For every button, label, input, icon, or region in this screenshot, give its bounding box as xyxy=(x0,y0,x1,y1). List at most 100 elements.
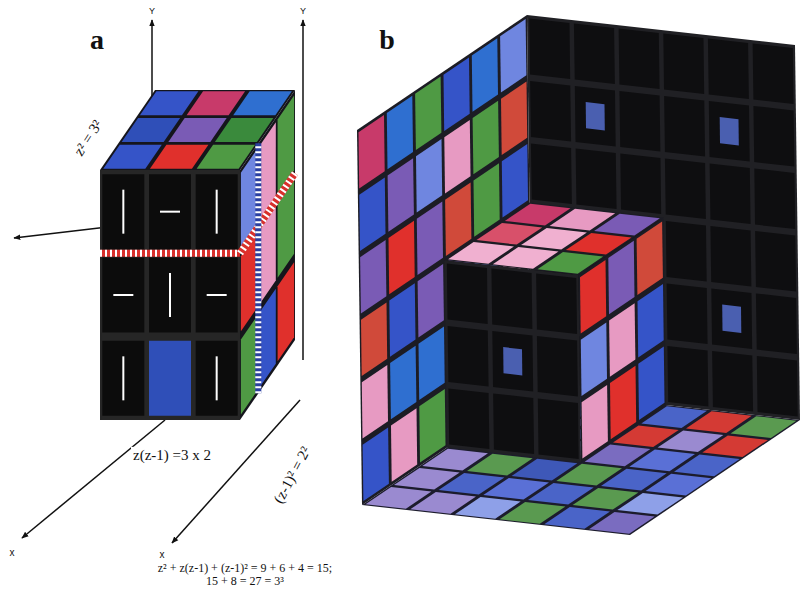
label-holder: z² + z(z-1) + (z-1)² = 9 + 6 + 4 = 15; xyxy=(156,558,334,576)
diamond-tile xyxy=(503,347,522,375)
left-wall-tile xyxy=(390,346,416,420)
inner-cube-top-face xyxy=(445,203,664,276)
back-wall-tile xyxy=(574,23,615,84)
label-holder: Y xyxy=(298,0,308,18)
cube-front-tile xyxy=(102,258,144,333)
left-wall-tile xyxy=(359,115,385,188)
label-holder: (z-1)² = 2² xyxy=(269,442,316,508)
diamond-tile xyxy=(586,102,605,130)
left-wall-tile xyxy=(419,327,445,401)
back-wall-tile xyxy=(575,86,616,147)
back-wall-tile xyxy=(710,163,751,224)
left-wall-tile xyxy=(388,158,414,232)
inner-cube-dark-tile xyxy=(491,268,532,329)
back-wall-tile xyxy=(664,96,705,157)
inner-cube-dark-tile xyxy=(493,393,534,454)
left-wall-tile xyxy=(444,120,470,193)
white-mark xyxy=(169,273,171,317)
left-wall-tile xyxy=(387,96,413,170)
back-wall-tile xyxy=(576,148,617,209)
label-holder: x xyxy=(158,544,167,562)
label-holder: z(z-1) =3 x 2 xyxy=(131,446,213,464)
back-wall-tile xyxy=(757,356,798,417)
left-wall-tile xyxy=(444,57,470,130)
white-mark xyxy=(160,211,180,213)
left-wall-tile xyxy=(389,283,415,357)
label-holder: z² = 3² xyxy=(69,115,108,161)
inner-cube-side-tile xyxy=(609,303,635,377)
back-wall-tile xyxy=(756,293,797,354)
back-wall-tile xyxy=(619,28,660,89)
white-mark xyxy=(216,356,218,400)
panel-letter: a xyxy=(88,24,106,56)
back-wall-tile xyxy=(531,143,572,204)
label-holder: 15 + 8 = 27 = 3³ xyxy=(204,571,286,589)
white-mark xyxy=(216,190,218,234)
back-wall-tile xyxy=(709,101,750,162)
cube-front-tile xyxy=(196,174,238,249)
inner-cube-dark-tile xyxy=(448,326,489,387)
back-wall-tile xyxy=(711,288,752,349)
floor-tile xyxy=(731,416,797,438)
inner-cube-dark-tile xyxy=(447,263,488,324)
cube-right-tile xyxy=(278,262,295,361)
formula: z² + z(z-1) + (z-1)² = 9 + 6 + 4 = 15; xyxy=(156,562,334,576)
left-wall-tile xyxy=(360,240,386,314)
y-axis xyxy=(302,20,304,360)
back-wall-tile xyxy=(754,168,795,229)
inner-cube-side-tile xyxy=(610,366,636,440)
formula: 15 + 8 = 27 = 3³ xyxy=(204,575,286,589)
cube-front-tile xyxy=(102,174,144,249)
cube-front-tile xyxy=(196,258,238,333)
white-mark xyxy=(122,190,124,234)
cube-front-tile xyxy=(196,341,238,416)
dimension-label: z(z-1) =3 x 2 xyxy=(131,447,213,464)
cut-stripe xyxy=(240,173,295,253)
white-mark xyxy=(207,294,227,296)
diamond-tile xyxy=(722,305,741,333)
left-wall-tile xyxy=(416,139,442,213)
cube-right-tile xyxy=(241,316,258,415)
inner-cube-side-tile xyxy=(581,322,607,396)
back-wall-tile xyxy=(620,153,661,214)
white-mark xyxy=(122,356,124,400)
back-wall-tile xyxy=(619,91,660,152)
diamond-tile xyxy=(720,117,739,145)
back-wall-tile xyxy=(667,283,708,344)
inner-cube-dark-tile xyxy=(538,398,579,459)
back-wall-tile xyxy=(667,346,708,407)
left-wall-tile xyxy=(501,82,527,156)
floor-tile xyxy=(646,474,712,496)
white-mark xyxy=(113,294,133,296)
left-wall-tile xyxy=(389,221,415,295)
axis-label: Y xyxy=(147,6,157,16)
inner-cube-dark-tile xyxy=(448,388,489,449)
inner-cube-side-tile xyxy=(582,385,608,459)
left-wall-tile xyxy=(473,101,499,175)
axis-label: Y xyxy=(298,6,308,16)
panel-letter: b xyxy=(377,24,397,56)
label-holder: x xyxy=(8,542,17,560)
back-wall-tile xyxy=(530,81,571,142)
label-holder: a xyxy=(88,24,106,56)
left-wall-tile xyxy=(472,38,498,111)
inner-cube-dark-face xyxy=(445,260,582,463)
inner-cube-side-tile xyxy=(638,284,664,358)
left-wall-tile xyxy=(418,264,444,338)
inner-cube-dark-tile xyxy=(492,331,533,392)
back-wall-tile xyxy=(710,226,751,287)
back-wall-tile xyxy=(665,158,706,219)
cube-front-tile xyxy=(149,258,191,333)
back-wall-tile xyxy=(663,33,704,94)
cube-right-face xyxy=(240,90,295,420)
floor-tile xyxy=(674,455,740,477)
left-wall-tile xyxy=(417,202,443,276)
dimension-label: z² = 3² xyxy=(69,115,107,161)
floor-tile xyxy=(589,512,655,534)
cube-front-tile xyxy=(149,341,191,416)
floor-tile xyxy=(617,493,683,515)
back-wall-tile xyxy=(708,38,749,99)
inner-cube-dark-tile xyxy=(536,273,577,334)
cut-stripe xyxy=(255,143,261,393)
